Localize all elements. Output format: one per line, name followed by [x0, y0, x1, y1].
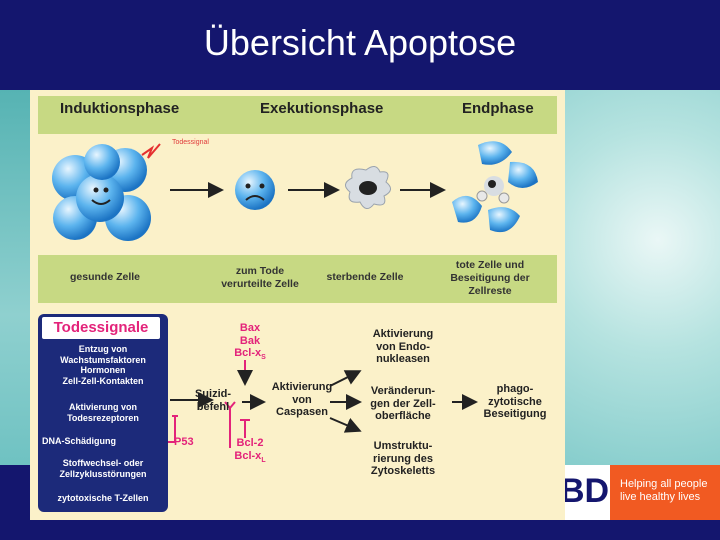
slide-title: Übersicht Apoptose — [203, 22, 517, 63]
slogan: Helping all people live healthy lives — [620, 478, 720, 504]
outcome-line: zytotische — [488, 395, 542, 408]
stage-line: tote Zelle und — [455, 259, 525, 271]
death-signals-title: Todessignale — [53, 319, 149, 336]
apoptosis-diagram: Induktionsphase Exekutionsphase Endphase — [30, 90, 565, 520]
caspase-line: Caspasen — [276, 406, 328, 418]
stage-dying: sterbende Zelle — [310, 271, 420, 284]
stage-line: sterbende Zelle — [326, 271, 404, 283]
effect-line: nukleasen — [376, 353, 430, 365]
suicide-command: Suizid- befehl — [188, 388, 238, 413]
signal-item: DNA-Schädigung — [32, 436, 152, 447]
effect-line: Umstruktu- — [373, 440, 433, 452]
phase-end: Endphase — [462, 100, 534, 117]
background-left — [0, 90, 30, 465]
caspase-line: Aktivierung — [271, 381, 333, 393]
suicide-line: Suizid- — [194, 388, 232, 400]
background-right — [565, 90, 720, 465]
subscript: S — [261, 354, 266, 362]
bcl-xs: Bcl-x — [234, 347, 262, 359]
company-logo: BD — [560, 472, 610, 510]
signal-line: Stoffwechsel- oder — [62, 458, 144, 468]
effect-line: rierung des — [373, 452, 433, 465]
phagocytic-removal: phago- zytotische Beseitigung — [470, 383, 560, 421]
signal-line: Wachstumsfaktoren — [60, 354, 146, 365]
p53-label: P53 — [174, 436, 194, 448]
death-signals-title-box — [42, 317, 160, 339]
dying-cell — [345, 166, 391, 209]
dead-cell-fragments — [452, 141, 538, 233]
effect-line: Veränderun- — [370, 385, 436, 397]
logo-panel — [565, 465, 610, 520]
death-signal-label: Todessignal — [172, 139, 209, 146]
signal-item: Aktivierung von Todesrezeptoren — [38, 402, 168, 423]
subscript: L — [261, 456, 266, 464]
signal-line: zytotoxische T-Zellen — [57, 493, 149, 503]
caspase-activation: Aktivierung von Caspasen — [262, 381, 342, 419]
stage-label-band — [38, 255, 557, 303]
bcl-group: Bcl-2 Bcl-xL — [230, 437, 270, 467]
stage-line: Beseitigung der — [450, 272, 530, 284]
title-bar — [0, 0, 720, 90]
signal-item: zytotoxische T-Zellen — [38, 493, 168, 504]
effect-line: Zytoskeletts — [370, 465, 436, 477]
bax-line: Bax — [239, 322, 261, 334]
stage-line: verurteilte Zelle — [221, 278, 299, 290]
stage-line: gesunde Zelle — [69, 271, 141, 283]
death-signal-bolt — [141, 143, 161, 159]
signal-line: Aktivierung von — [68, 402, 137, 412]
pathway-arrows — [168, 360, 478, 448]
bcl-line: Bcl-2 — [236, 437, 264, 449]
bcl-xl: Bcl-x — [234, 449, 262, 462]
doomed-cell — [235, 170, 275, 210]
effect-line: oberfläche — [375, 410, 431, 422]
slogan-line: live healthy lives — [620, 491, 701, 503]
effect-endonuclease: Aktivierung von Endo- nukleasen — [358, 328, 448, 366]
stage-dead: tote Zelle und Beseitigung der Zellreste — [430, 259, 550, 298]
signal-item: Entzug von Wachstumsfaktoren Hormonen Ze… — [38, 344, 168, 386]
death-signals-box — [38, 314, 168, 512]
outcome-line: Beseitigung — [483, 408, 547, 420]
effect-line: von Endo- — [376, 340, 430, 353]
signal-line: Entzug von — [78, 344, 128, 354]
phase-header-band — [38, 96, 557, 134]
caspase-line: von — [292, 393, 312, 406]
signal-line: DNA-Schädigung — [42, 436, 116, 446]
effect-surface: Veränderun- gen der Zell- oberfläche — [358, 385, 448, 423]
signal-line: Hormonen — [80, 365, 126, 375]
bax-line: Bcl-xS — [230, 347, 270, 365]
stage-doomed: zum Tode verurteilte Zelle — [205, 265, 315, 291]
signal-item: Stoffwechsel- oder Zellzyklusstörungen — [38, 458, 168, 479]
phase-induction: Induktionsphase — [60, 100, 180, 117]
stage-line: zum Tode — [235, 265, 285, 277]
slogan-line: Helping all people — [620, 478, 708, 490]
slogan-panel — [610, 465, 720, 520]
bax-line: Bak — [239, 334, 261, 347]
effect-cytoskeleton: Umstruktu- rierung des Zytoskeletts — [358, 440, 448, 478]
phase-execution: Exekutionsphase — [260, 100, 384, 117]
effect-line: gen der Zell- — [370, 397, 436, 410]
signal-line: Zellzyklusstörungen — [59, 468, 147, 479]
bcl-line: Bcl-xL — [230, 450, 270, 468]
stage-line: Zellreste — [468, 285, 512, 297]
effect-line: Aktivierung — [372, 328, 434, 340]
signal-line: Todesrezeptoren — [67, 412, 139, 423]
suicide-line: befehl — [196, 400, 230, 413]
stage-healthy: gesunde Zelle — [50, 271, 160, 284]
outcome-line: phago- — [496, 383, 534, 395]
cell-illustrations — [52, 141, 538, 448]
healthy-cell-cluster — [52, 144, 151, 241]
signal-line: Zell-Zell-Kontakten — [62, 375, 144, 386]
bax-group: Bax Bak Bcl-xS — [230, 322, 270, 365]
